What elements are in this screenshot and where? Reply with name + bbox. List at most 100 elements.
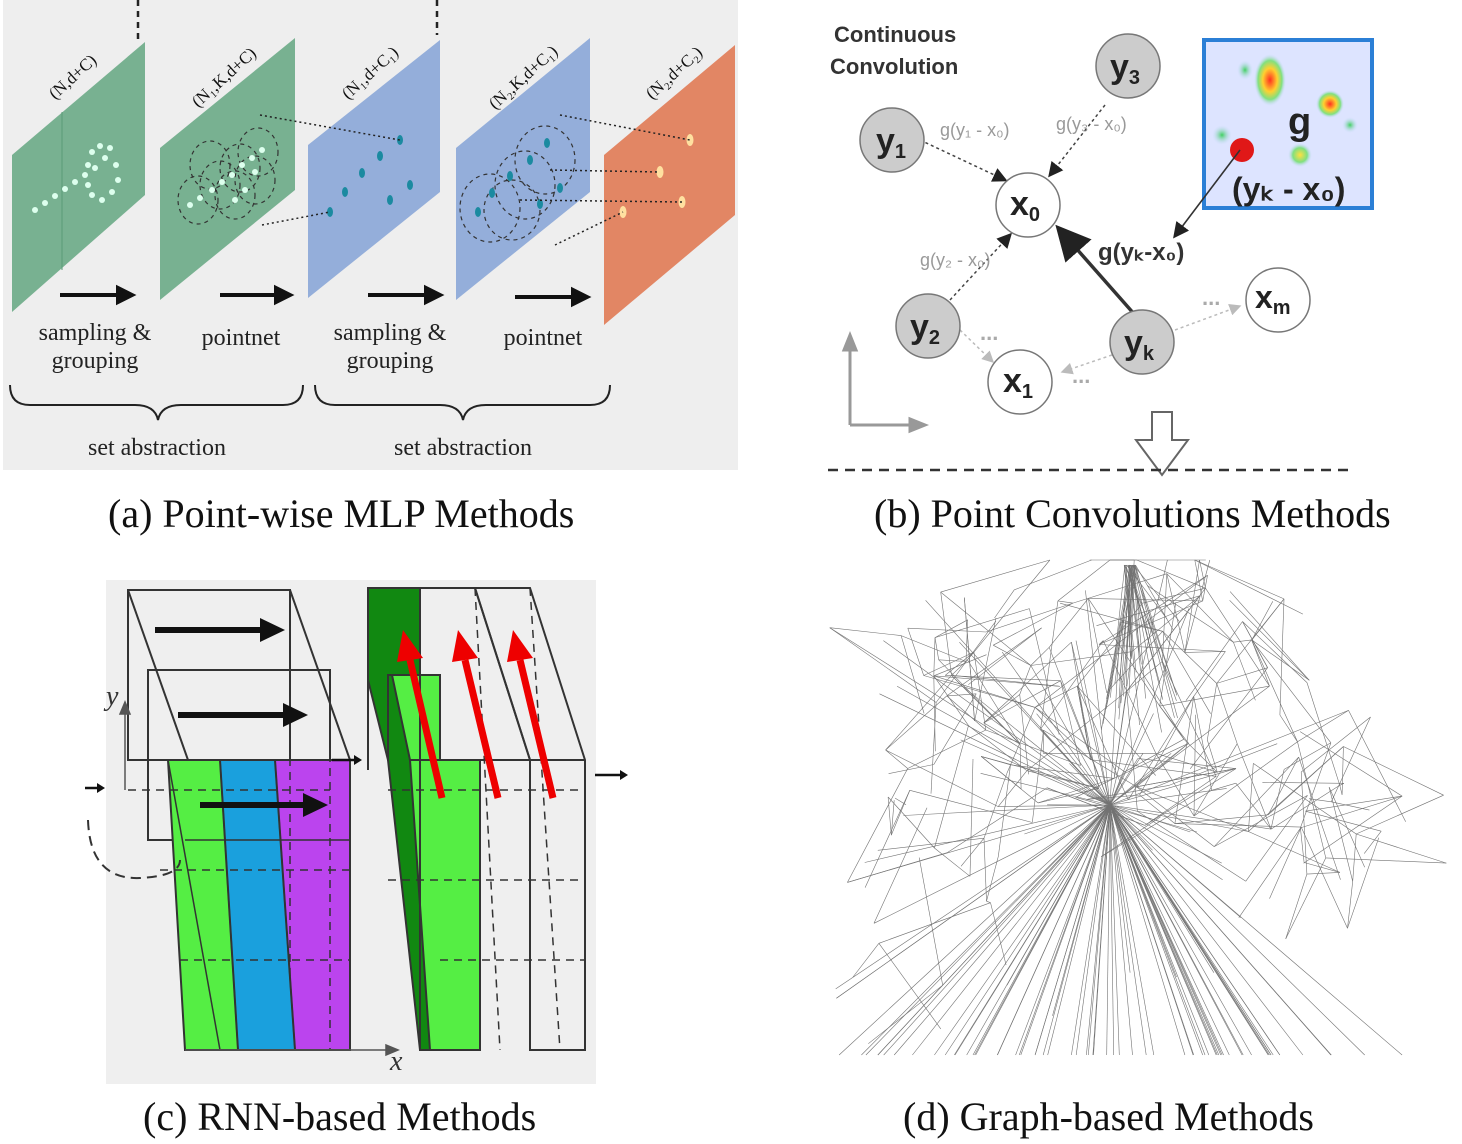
node-yk: yk (1109, 309, 1175, 375)
graph-edge (946, 627, 1042, 697)
kernel-heatmap (1202, 38, 1374, 210)
graph-edge (1207, 683, 1217, 740)
graph-edge (923, 675, 1036, 708)
graph-edge (1141, 671, 1185, 740)
graph-edge (933, 675, 969, 726)
graph-edge (1363, 831, 1382, 854)
graph-edge (1331, 801, 1370, 811)
graph-edge (829, 627, 902, 636)
graph-edge (1109, 804, 1223, 880)
graph-edge (865, 804, 1111, 1056)
edge-label-g3: g(y₃ - x₀) (1056, 114, 1127, 134)
graph-edge (985, 602, 1073, 633)
step-label-2: pointnet (202, 325, 281, 351)
graph-edge (1194, 559, 1203, 602)
graph-edge (972, 804, 1111, 1056)
graph-edge (938, 659, 967, 662)
graph-edge (1026, 690, 1127, 771)
graph-edge (1036, 713, 1111, 806)
graph-edge (847, 804, 1111, 883)
caption-d: (d) Graph-based Methods (903, 1094, 1314, 1139)
graph-edge (894, 797, 907, 806)
node-y2: y2 (895, 293, 961, 359)
graph-edge (1118, 564, 1127, 709)
graph-edge (1030, 665, 1111, 806)
svg-text:x0: x0 (1010, 185, 1040, 226)
graph-edge (1109, 804, 1272, 830)
graph-edge (1251, 601, 1274, 641)
panel-point-wise-mlp: (N,d+C) (N₁,K,d+C) (N₁,d+C₁) (N₂,K,d+C₁)… (0, 0, 740, 475)
graph-edge (954, 804, 1111, 1056)
graph-edge (1014, 559, 1092, 591)
graph-edge (983, 773, 1008, 839)
group-label-2: set abstraction (394, 435, 532, 461)
pointnet-diagram: (N,d+C) (N₁,K,d+C) (N₁,d+C₁) (N₂,K,d+C₁)… (3, 0, 738, 470)
panel-rnn-based: y x (80, 580, 640, 1090)
graph-edge (883, 804, 1111, 1056)
graph-edge (1162, 661, 1217, 777)
graph-edge (933, 693, 977, 765)
svg-text:yk: yk (1124, 324, 1155, 365)
graph-edge (1253, 763, 1357, 835)
graph-edge (1109, 804, 1120, 1056)
graph-edge (1166, 573, 1234, 643)
graph-edge (1109, 804, 1210, 1056)
graph-edge (903, 804, 1111, 816)
graph-edge (960, 684, 1111, 806)
graph-edge (1136, 768, 1237, 788)
graph-edge (1146, 585, 1234, 643)
xy-axes-icon (118, 700, 400, 1057)
graph-edge (959, 641, 1111, 806)
graph-edge (1193, 741, 1298, 817)
graph-edge (891, 790, 911, 836)
graph-edge (945, 675, 1061, 681)
graph-edge (1109, 804, 1224, 1056)
graph-edge (968, 725, 1028, 771)
graph-edge (986, 856, 999, 902)
svg-text:xm: xm (1255, 279, 1291, 319)
svg-text:x1: x1 (1003, 362, 1033, 403)
graph-edge (973, 652, 987, 731)
graph-edge (877, 804, 1111, 1056)
graph-edge (893, 804, 1111, 1056)
graph-edge (1109, 804, 1153, 851)
graph-edge (1118, 564, 1131, 720)
graph-edge (946, 695, 986, 731)
graph-edge (1139, 696, 1194, 796)
rnn-block-right (367, 587, 586, 1051)
set-abstraction-braces (9, 384, 611, 421)
horizontal-scan-arrows (155, 618, 328, 817)
vertical-scan-arrows (397, 630, 557, 799)
graph-edge (1034, 707, 1125, 773)
graph-edge (1132, 564, 1177, 693)
graph-edge (1304, 862, 1340, 873)
graph-edge (986, 900, 991, 903)
graph-edge (1071, 642, 1091, 760)
graph-edge (1109, 685, 1270, 806)
graph-edge (1109, 710, 1349, 806)
graph-edge (1077, 686, 1091, 760)
graph-edge (1088, 804, 1111, 1056)
graph-edge (1109, 804, 1131, 973)
graph-edge (1162, 631, 1211, 714)
graph-edge (1046, 787, 1146, 826)
graph-edge (997, 804, 1111, 1056)
graph-edge (1352, 833, 1357, 882)
graph-edge (1251, 639, 1310, 681)
graph-edge (1123, 564, 1140, 726)
graph-edge (933, 675, 1036, 708)
edge-label-gk: g(yₖ-x₀) (1098, 239, 1184, 266)
graph-edge (1267, 756, 1299, 815)
graph-edge (1109, 804, 1281, 1056)
graph-edge (975, 804, 1111, 1056)
graph-edge (1248, 763, 1254, 832)
graph-edge (836, 804, 1111, 999)
graph-edge (829, 627, 1111, 806)
graph-edge (1251, 639, 1298, 742)
graph-edge (1174, 814, 1269, 824)
graph-edge (1300, 826, 1348, 929)
graph-edge (1306, 682, 1341, 786)
graph-edge (1213, 756, 1299, 847)
graph-edge (1216, 598, 1285, 684)
title-line-2: Convolution (830, 54, 958, 79)
